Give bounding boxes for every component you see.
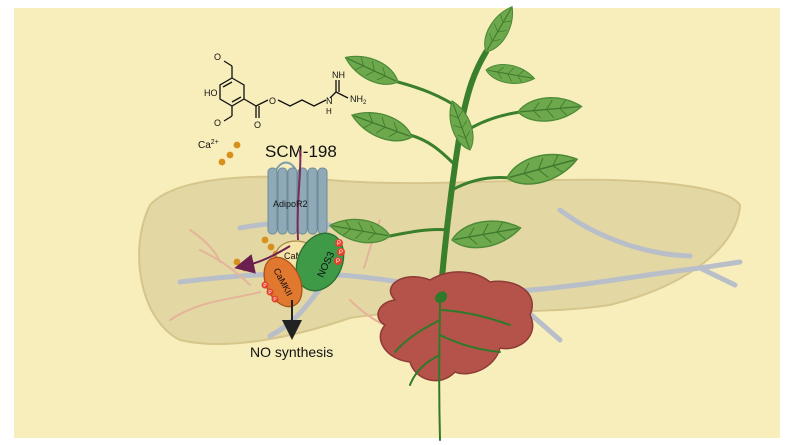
atom-amine-n: N [326,96,333,106]
atom-imine: NH [332,70,345,80]
root-veins [394,299,511,441]
nos3-phospho-sites: P P P [334,239,345,265]
calcium-ion [233,258,241,266]
calcium-ion [267,243,275,251]
nos3-phospho-1: P [337,241,341,247]
nos3-protein [295,232,345,292]
adipor2-receptor [267,149,328,241]
receptor-label: AdipoR2 [273,199,308,209]
nos3-phospho-2: P [339,250,343,256]
scm-198-structure [219,60,349,122]
calcium-ion [233,141,241,149]
calmodulin-label: CaM [284,251,303,261]
camkii-phospho-1: P [263,283,267,289]
atom-ester-oxygen: O [269,96,276,106]
nos3-phospho-3: P [336,259,340,265]
atom-amine-h: H [326,107,332,116]
atom-amino: NH2 [350,94,367,106]
atom-hydroxyl: HO [204,88,218,98]
outcome-label: NO synthesis [250,344,333,360]
camkii-phospho-3: P [273,297,277,303]
calcium-ion [261,236,269,244]
root-tuber [377,271,534,382]
calcium-ion [226,151,234,159]
calcium-label: Ca2+ [198,139,219,151]
stem-node [434,291,448,303]
structure-atom-labels: O HO O O O NH N H NH2 [204,52,367,130]
camkii-phospho-2: P [268,290,272,296]
atom-ester-carbonyl: O [254,120,261,130]
camkii-protein [263,256,303,308]
atom-methoxy-bottom: O [214,118,221,128]
atom-methoxy-top: O [214,52,221,62]
calcium-influx-arrow [234,245,291,274]
calcium-ion [218,158,226,166]
camkii-phospho-sites: P P P [261,281,279,303]
